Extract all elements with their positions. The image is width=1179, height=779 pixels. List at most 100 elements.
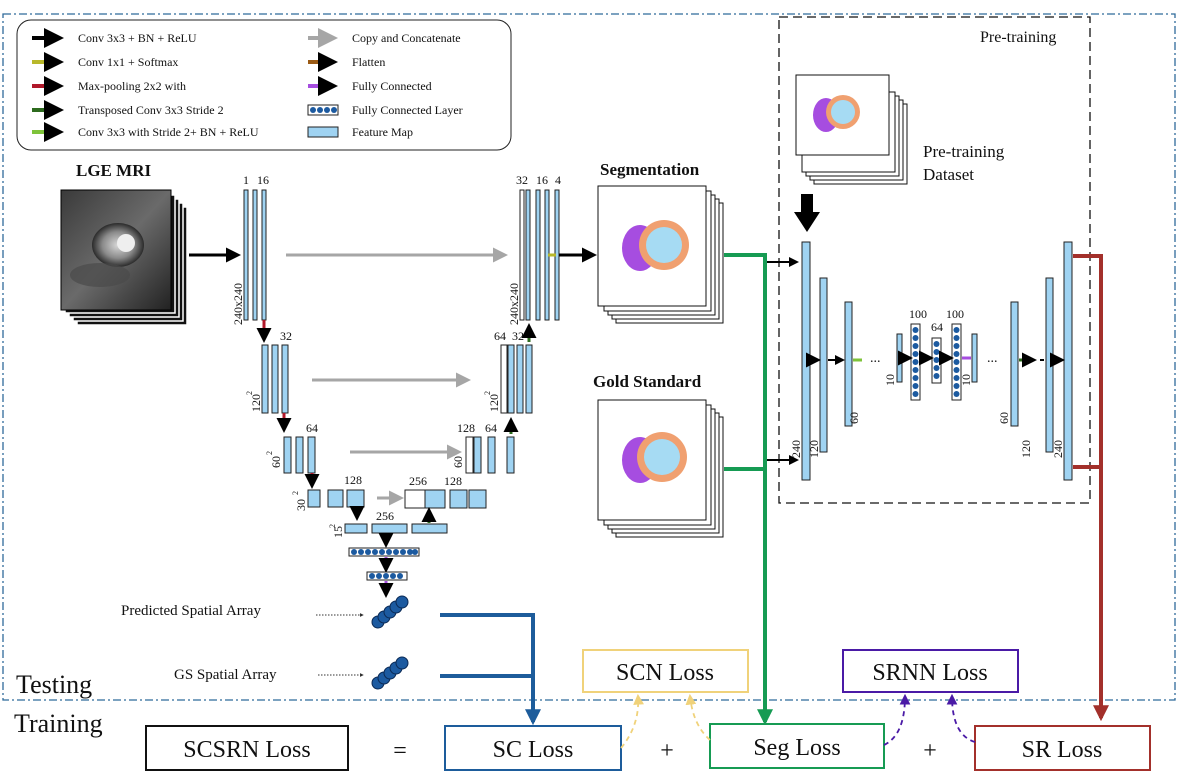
dec4-feature-maps — [404, 489, 487, 509]
dec2-label-64: 64 — [494, 329, 506, 343]
predicted-spatial-array — [371, 595, 409, 629]
gs-spatial-label: GS Spatial Array — [174, 667, 277, 683]
enc4-sup: 2 — [291, 491, 300, 495]
enc4-label: 128 — [344, 473, 362, 487]
srnn-fc-100-left: 100 — [909, 307, 927, 321]
pretraining-dataset-stack — [795, 74, 908, 185]
srnn-ellipsis-left: ... — [870, 351, 881, 366]
pretraining-box — [778, 16, 1091, 504]
dec2-sup: 2 — [483, 391, 492, 395]
srnn-size-60-b: 60 — [997, 412, 1011, 424]
bottleneck-feature-maps — [344, 523, 448, 534]
gold-standard-stack — [597, 399, 724, 538]
srnn-size-120-a: 120 — [807, 440, 821, 458]
dec2-feature-maps — [500, 344, 533, 414]
srnn-fc-100-right: 100 — [946, 307, 964, 321]
legend-stride-label: Conv 3x3 with Stride 2+ BN + ReLU — [78, 125, 259, 139]
enc2-sup: 2 — [245, 391, 254, 395]
sr-loss-label: SR Loss — [1022, 737, 1103, 763]
dec3-feature-maps — [465, 436, 515, 474]
dec1-label-32: 32 — [516, 173, 528, 187]
srnn-size-60-a: 60 — [847, 412, 861, 424]
segmentation-stack — [597, 185, 724, 324]
sc-blue-lines — [440, 613, 541, 726]
legend: Conv 3x3 + BN + ReLU Conv 1x1 + Softmax … — [16, 19, 512, 151]
dec3-size: 60 — [451, 456, 465, 468]
enc3-size: 60 — [269, 456, 283, 468]
pretraining-dataset-line1: Pre-training — [923, 142, 1005, 161]
legend-fclayer-icon — [307, 104, 339, 116]
scsrn-loss-box — [145, 725, 349, 771]
dec2-label-32: 32 — [512, 329, 524, 343]
srnn-fc-columns — [910, 323, 962, 401]
equals-sign: = — [393, 738, 407, 764]
enc4-feature-maps — [307, 489, 365, 508]
dec4-label-256: 256 — [409, 474, 427, 488]
seg-green-lines — [724, 253, 799, 726]
enc2-feature-maps — [261, 344, 289, 414]
sr-red-lines — [1073, 254, 1109, 722]
legend-flatten-label: Flatten — [352, 55, 385, 69]
sc-loss-label: SC Loss — [493, 737, 574, 763]
scn-loss-label: SCN Loss — [616, 660, 714, 686]
dec1-label-4: 4 — [555, 173, 561, 187]
predicted-spatial-label: Predicted Spatial Array — [121, 603, 261, 619]
legend-featuremap-label: Feature Map — [352, 125, 413, 139]
fc-layer-1 — [348, 547, 420, 557]
srnn-fc-64: 64 — [931, 320, 943, 334]
sr-loss-box — [974, 725, 1151, 771]
legend-copy-label: Copy and Concatenate — [352, 31, 461, 45]
legend-maxpool-label: Max-pooling 2x2 with — [78, 79, 186, 93]
segmentation-title: Segmentation — [600, 160, 700, 179]
enc1-feature-maps — [243, 189, 267, 321]
enc1-size: 240x240 — [231, 283, 245, 325]
testing-label: Testing — [16, 670, 92, 699]
dec1-feature-maps — [519, 189, 560, 321]
dec3-label-128: 128 — [457, 421, 475, 435]
plus-sign-2: + — [923, 738, 937, 764]
enc4-size: 30 — [294, 499, 308, 511]
legend-fc-label: Fully Connected — [352, 79, 432, 93]
sc-loss-box — [444, 725, 622, 771]
mri-image-stack — [60, 189, 188, 326]
legend-conv-label: Conv 3x3 + BN + ReLU — [78, 31, 197, 45]
dec1-size: 240x240 — [507, 283, 521, 325]
plus-sign-1: + — [660, 738, 674, 764]
srnn-size-120-b: 120 — [1019, 440, 1033, 458]
scsrn-loss-label: SCSRN Loss — [183, 737, 310, 763]
pretraining-input-arrow — [794, 194, 820, 232]
srnn-loss-box — [842, 649, 1019, 693]
srnn-loss-label: SRNN Loss — [872, 660, 987, 686]
testing-frame — [2, 13, 1176, 701]
fc-layer-2 — [366, 571, 408, 581]
enc1-label-1: 1 — [243, 173, 249, 187]
srnn-ellipsis-right: ... — [987, 351, 998, 366]
gs-spatial-array — [371, 656, 409, 690]
gold-standard-title: Gold Standard — [593, 372, 702, 391]
pretraining-dataset-line2: Dataset — [923, 165, 974, 184]
training-label: Training — [14, 709, 103, 738]
dec1-label-16: 16 — [536, 173, 548, 187]
srnn-arrows — [806, 350, 1065, 368]
dec3-label-64: 64 — [485, 421, 497, 435]
enc3-sup: 2 — [265, 451, 274, 455]
enc3-feature-maps — [283, 436, 316, 474]
bottleneck-size: 15 — [331, 526, 345, 538]
srnn-size-10-a: 10 — [883, 374, 897, 386]
legend-featuremap-icon — [307, 126, 339, 138]
srnn-size-240-a: 240 — [789, 440, 803, 458]
srnn-size-10-b: 10 — [959, 374, 973, 386]
dec4-label-128: 128 — [444, 474, 462, 488]
legend-transposed-label: Transposed Conv 3x3 Stride 2 — [78, 103, 224, 117]
srnn-size-240-b: 240 — [1051, 440, 1065, 458]
bottleneck-sup: 2 — [328, 524, 337, 528]
legend-softmax-label: Conv 1x1 + Softmax — [78, 55, 178, 69]
bottleneck-label: 256 — [376, 509, 394, 523]
enc1-label-16: 16 — [257, 173, 269, 187]
seg-loss-box — [709, 723, 885, 769]
input-title: LGE MRI — [76, 161, 151, 180]
scn-loss-box — [582, 649, 749, 693]
legend-fclayer-label: Fully Connected Layer — [352, 103, 463, 117]
enc2-label: 32 — [280, 329, 292, 343]
